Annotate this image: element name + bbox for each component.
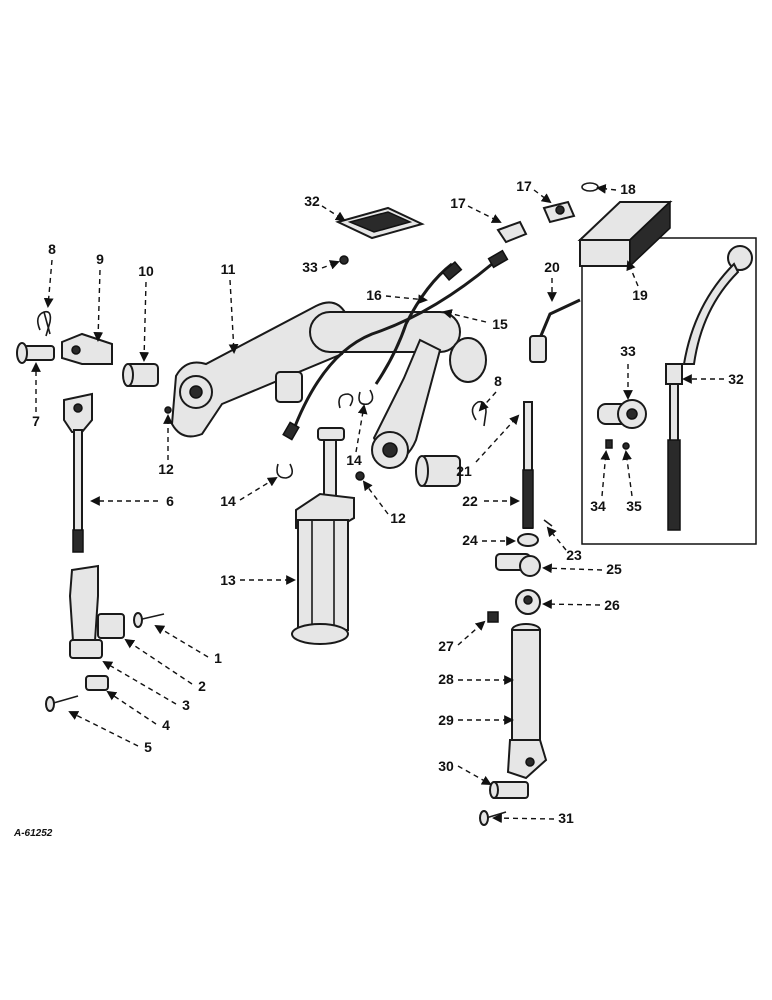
rockshaft-11-drawing bbox=[170, 301, 487, 438]
callout-33-inset: 33 bbox=[620, 343, 636, 359]
callout-2: 2 bbox=[198, 678, 206, 694]
callout-17-right: 17 bbox=[516, 178, 532, 194]
callout-3: 3 bbox=[182, 697, 190, 713]
reference-code: A-61252 bbox=[13, 828, 53, 839]
nut-12-left-drawing bbox=[164, 406, 172, 414]
callout-29: 29 bbox=[438, 712, 454, 728]
fitting-17-drawing bbox=[496, 200, 576, 244]
callout-7: 7 bbox=[32, 413, 40, 429]
callout-32-inset: 32 bbox=[728, 371, 744, 387]
bushing-10-drawing bbox=[122, 363, 159, 387]
nut-27-drawing bbox=[487, 611, 499, 623]
callout-8-right: 8 bbox=[494, 373, 502, 389]
callout-13: 13 bbox=[220, 572, 236, 588]
inset-ball-33-drawing bbox=[597, 399, 647, 429]
callout-23: 23 bbox=[566, 547, 582, 563]
nut-26-drawing bbox=[515, 589, 541, 615]
swivel-25-drawing bbox=[495, 553, 541, 577]
callout-9: 9 bbox=[96, 251, 104, 267]
callout-33-top: 33 bbox=[302, 259, 318, 275]
bushing-arm-drawing bbox=[415, 455, 461, 487]
lift-arm-drawing bbox=[371, 338, 442, 469]
inset-frame bbox=[581, 237, 757, 545]
lever-20-drawing bbox=[529, 298, 581, 363]
callout-14-right: 14 bbox=[346, 452, 362, 468]
callout-12-right: 12 bbox=[390, 510, 406, 526]
valve-block-19-drawing bbox=[577, 200, 673, 268]
knob-32-top-drawing bbox=[335, 206, 425, 240]
callout-16: 16 bbox=[366, 287, 382, 303]
clevis-9-drawing bbox=[61, 332, 113, 365]
cotter-pin-8-drawing bbox=[36, 310, 52, 337]
callout-21: 21 bbox=[456, 463, 472, 479]
callout-20: 20 bbox=[544, 259, 560, 275]
callout-8: 8 bbox=[48, 241, 56, 257]
inset-key-34-drawing bbox=[605, 439, 613, 449]
o-ring-18-drawing bbox=[581, 182, 599, 192]
callout-12-left: 12 bbox=[158, 461, 174, 477]
callout-26: 26 bbox=[604, 597, 620, 613]
callout-6: 6 bbox=[166, 493, 174, 509]
callout-5: 5 bbox=[144, 739, 152, 755]
callout-30: 30 bbox=[438, 758, 454, 774]
callout-1: 1 bbox=[214, 650, 222, 666]
callout-14-left: 14 bbox=[220, 493, 236, 509]
callout-32-top: 32 bbox=[304, 193, 320, 209]
callout-34: 34 bbox=[590, 498, 606, 514]
callout-10: 10 bbox=[138, 263, 154, 279]
callout-18: 18 bbox=[620, 181, 636, 197]
rod-22-drawing bbox=[522, 401, 534, 529]
callout-25: 25 bbox=[606, 561, 622, 577]
callout-15: 15 bbox=[492, 316, 508, 332]
callout-27: 27 bbox=[438, 638, 454, 654]
clevis-pin-7-drawing bbox=[16, 342, 55, 364]
callout-19: 19 bbox=[632, 287, 648, 303]
cotter-pin-8-right-drawing bbox=[471, 400, 487, 427]
inset-ball-35-drawing bbox=[622, 442, 630, 450]
callout-35: 35 bbox=[626, 498, 642, 514]
clevis-assembly-1-5-drawing bbox=[45, 564, 165, 712]
pin-30-drawing bbox=[489, 781, 529, 799]
inset-lever-32-drawing bbox=[665, 245, 753, 531]
nut-12-right-drawing bbox=[355, 471, 365, 481]
tube-28-29-drawing bbox=[506, 623, 548, 780]
callout-28: 28 bbox=[438, 671, 454, 687]
callout-11: 11 bbox=[221, 261, 236, 277]
cylinder-13-drawing bbox=[291, 393, 355, 645]
leader-lines bbox=[31, 183, 724, 824]
callout-22: 22 bbox=[462, 493, 478, 509]
screw-33-top-drawing bbox=[339, 255, 349, 265]
callout-4: 4 bbox=[162, 717, 170, 733]
pin-31-drawing bbox=[479, 810, 507, 826]
callout-31: 31 bbox=[558, 810, 574, 826]
pin-23-drawing bbox=[543, 519, 553, 527]
rod-6-drawing bbox=[63, 392, 93, 553]
clip-14-right-drawing bbox=[358, 389, 374, 406]
washer-24-drawing bbox=[517, 533, 539, 547]
clip-14-left-drawing bbox=[276, 463, 294, 479]
callout-24: 24 bbox=[462, 532, 478, 548]
callout-17-left: 17 bbox=[450, 195, 466, 211]
hose-15-16-drawing bbox=[282, 249, 509, 441]
